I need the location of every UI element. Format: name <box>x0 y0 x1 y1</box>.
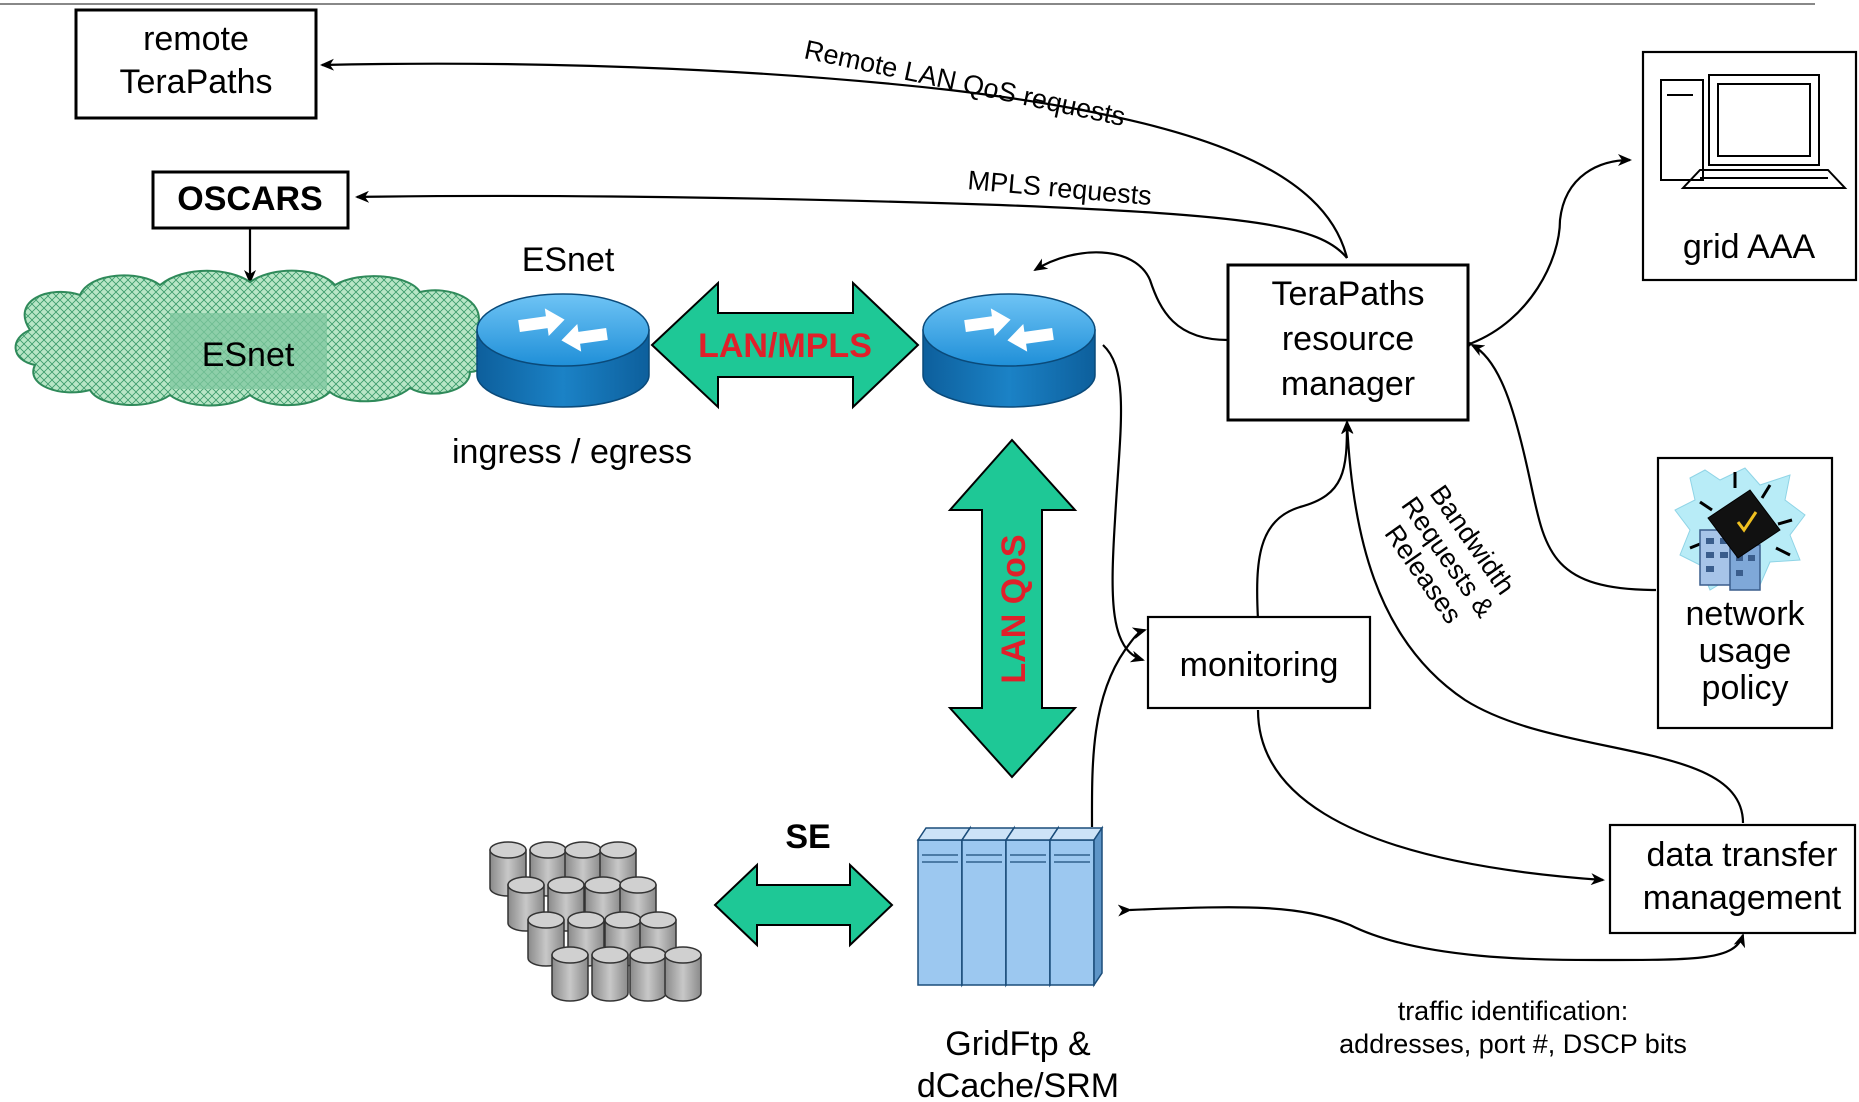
lan-mpls-label: LAN/MPLS <box>698 327 872 365</box>
label-traffic-line2: addresses, port #, DSCP bits <box>1339 1029 1687 1059</box>
grid-aaa-label: grid AAA <box>1683 228 1816 266</box>
esnet-cloud-label: ESnet <box>202 336 295 374</box>
esnet-cloud: ESnet <box>14 269 496 407</box>
edge-monitoring-to-datatransfer <box>1256 709 1605 886</box>
edge-manager-to-router <box>1033 251 1229 342</box>
oscars-label: OSCARS <box>177 180 322 218</box>
monitoring-label: monitoring <box>1180 646 1339 684</box>
resource-manager-box: TeraPaths resource manager <box>1226 263 1470 422</box>
edge-datatransfer-to-manager <box>1341 420 1745 824</box>
esnet-router-label: ESnet <box>522 241 615 279</box>
network-policy-line3: policy <box>1702 669 1789 707</box>
resource-manager-line1: TeraPaths <box>1271 275 1424 313</box>
remote-terapaths-line2: TeraPaths <box>119 63 272 101</box>
label-remote-lan-qos: Remote LAN QoS requests <box>802 35 1128 132</box>
label-traffic-line1: traffic identification: <box>1398 996 1629 1026</box>
lan-qos-label: LAN QoS <box>995 534 1033 683</box>
router-arrows-icon <box>518 308 608 352</box>
data-transfer-line2: management <box>1643 879 1842 917</box>
gridftp-line1: GridFtp & <box>945 1025 1091 1063</box>
ingress-egress-label: ingress / egress <box>452 433 692 471</box>
data-transfer-box: data transfer management <box>1608 823 1857 935</box>
edge-mpls-requests <box>355 190 1348 259</box>
monitoring-box: monitoring <box>1146 615 1372 710</box>
oscars-box: OSCARS <box>151 170 350 230</box>
policy-chip-icon <box>1674 467 1806 591</box>
edge-policy-to-manager <box>1470 344 1657 592</box>
storage-disks-icon <box>489 841 702 1002</box>
edge-router-to-monitoring <box>1102 344 1145 663</box>
connectors <box>244 58 1746 962</box>
grid-aaa-box: grid AAA <box>1641 50 1858 282</box>
data-transfer-line1: data transfer <box>1647 836 1838 874</box>
edge-gridftp-to-monitoring <box>1090 627 1147 828</box>
router-arrows-icon <box>964 308 1054 352</box>
edge-gridftp-datatransfer <box>1117 904 1746 962</box>
edge-remote-lan-qos <box>320 58 1349 259</box>
computer-icon <box>1660 74 1848 189</box>
label-bandwidth: Bandwidth Requests & Releases <box>1379 480 1521 629</box>
network-policy-box: network usage policy <box>1656 456 1834 730</box>
network-policy-line1: network <box>1685 595 1805 633</box>
remote-terapaths-box: remote TeraPaths <box>74 8 318 120</box>
lan-mpls-arrow: LAN/MPLS <box>650 280 920 410</box>
resource-manager-line3: manager <box>1281 365 1415 403</box>
edge-monitoring-to-manager <box>1256 420 1353 621</box>
se-label: SE <box>785 818 830 856</box>
gridftp-line2: dCache/SRM <box>917 1067 1119 1102</box>
lan-qos-arrow: LAN QoS <box>947 438 1078 779</box>
network-policy-line2: usage <box>1699 632 1792 670</box>
gridftp-servers-icon: GridFtp & dCache/SRM <box>916 825 1119 1102</box>
local-router <box>922 293 1096 408</box>
edge-manager-gridaaa <box>1458 154 1632 354</box>
se-arrow: SE <box>713 818 894 948</box>
remote-terapaths-line1: remote <box>143 20 249 58</box>
esnet-router: ESnet ingress / egress <box>452 241 692 471</box>
resource-manager-line2: resource <box>1282 320 1414 358</box>
